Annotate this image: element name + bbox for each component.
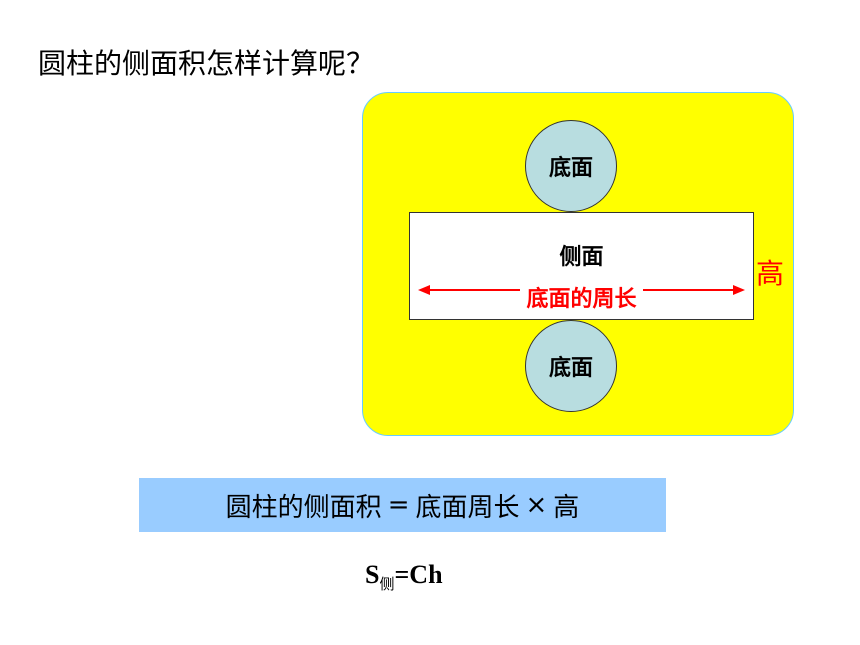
base-perimeter-text: 底面的周长 xyxy=(520,287,643,312)
lateral-surface-label: 侧面 xyxy=(559,245,604,270)
formula-height: 高 xyxy=(553,492,580,523)
bottom-base-label: 底面 xyxy=(548,356,593,381)
bottom-base-circle: 底面 xyxy=(525,320,617,412)
base-perimeter-label: 底面的周长 xyxy=(410,281,753,313)
height-label: 高 xyxy=(756,257,785,290)
symbolic-subscript: 侧 xyxy=(379,575,395,593)
symbolic-formula: S侧=Ch xyxy=(365,560,443,594)
question-title: 圆柱的侧面积怎样计算呢？ xyxy=(38,47,375,80)
top-base-label: 底面 xyxy=(548,156,593,181)
symbolic-rest: =Ch xyxy=(394,560,443,589)
formula-base-perimeter: 底面周长 xyxy=(415,492,520,523)
lateral-surface-rect: 侧面 底面的周长 xyxy=(409,212,754,320)
formula-equals: = xyxy=(387,490,410,520)
lateral-area-formula: 圆柱的侧面积 = 底面周长 × 高 xyxy=(139,478,666,532)
formula-lhs: 圆柱的侧面积 xyxy=(225,492,382,523)
symbolic-s: S xyxy=(365,560,380,589)
formula-times: × xyxy=(525,490,548,520)
top-base-circle: 底面 xyxy=(525,120,617,212)
